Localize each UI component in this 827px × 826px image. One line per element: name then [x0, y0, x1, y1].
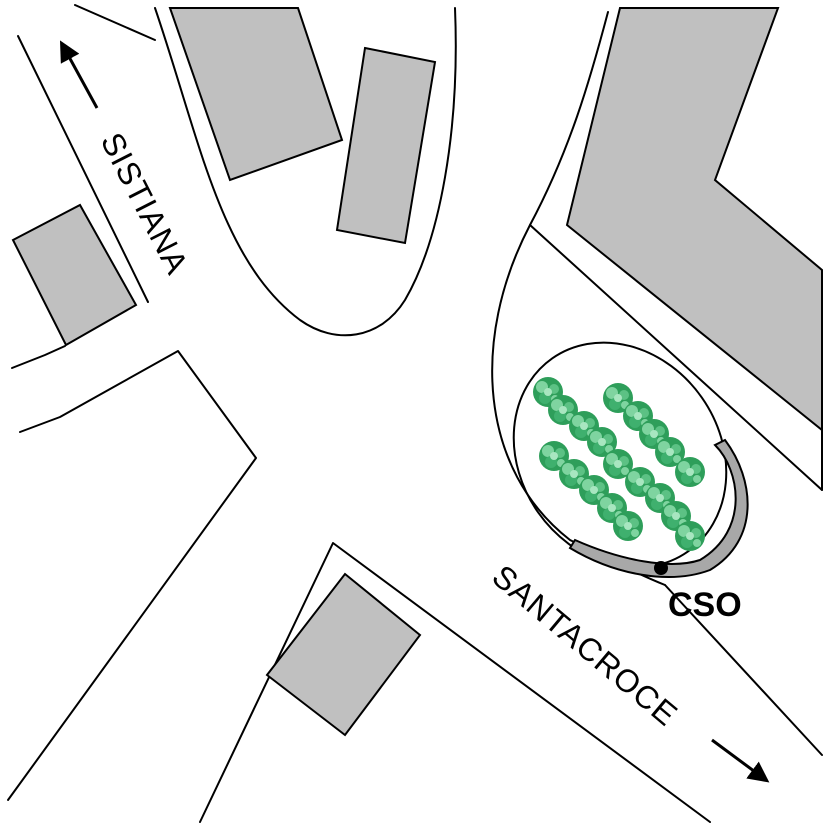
- west-road-edge-bottom: [7, 350, 257, 801]
- northeast-block-edge: [529, 11, 823, 491]
- central-block-edge: [154, 7, 457, 337]
- cso-label: CSO: [668, 586, 742, 624]
- cso-channel: [568, 438, 749, 578]
- santacroce-road-edge-top: [664, 584, 823, 756]
- tree-icon: [675, 521, 705, 551]
- tree-icon: [613, 511, 643, 541]
- santacroce-road-edge-bottom: [199, 542, 711, 823]
- building-top-right: [335, 46, 437, 245]
- santacroce-arrow-icon: [711, 738, 770, 783]
- west-road-edge-top: [11, 345, 66, 369]
- sistiana-arrow-icon: [59, 40, 99, 109]
- street-label-santacroce: SANTACROCE: [486, 558, 685, 733]
- building-west: [11, 203, 138, 347]
- building-top-center: [168, 7, 344, 182]
- buildings: [11, 7, 823, 737]
- building-northeast: [565, 7, 823, 433]
- sistiana-road-edge-left: [17, 35, 149, 303]
- sistiana-road-edge-right: [74, 4, 156, 41]
- road-edges: [7, 4, 823, 823]
- cso-dot-icon: [654, 561, 668, 575]
- building-south: [265, 572, 422, 737]
- roundabout-oval: [512, 341, 728, 569]
- tree-icon: [675, 457, 705, 487]
- trees: [533, 377, 705, 551]
